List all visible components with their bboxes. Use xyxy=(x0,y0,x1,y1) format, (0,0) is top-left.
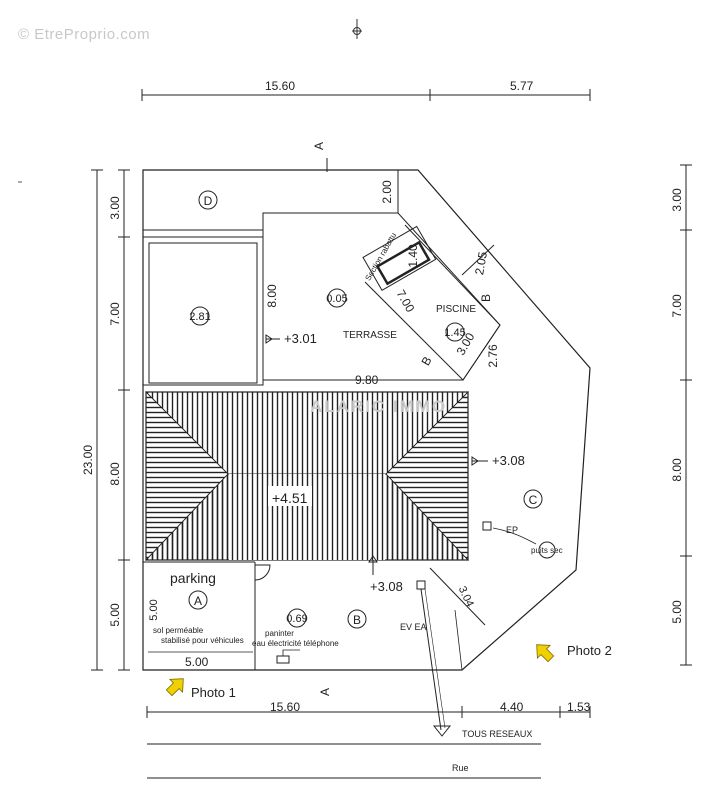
level-marker-069 xyxy=(287,608,307,628)
ep-label: EP xyxy=(506,525,518,535)
puits-label: puits sec xyxy=(531,546,563,555)
parking-width: 5.00 xyxy=(185,655,209,669)
paninter-label: paninter xyxy=(265,629,294,638)
level-451: +4.51 xyxy=(272,490,308,506)
photo-2-label: Photo 2 xyxy=(567,643,612,658)
annex-building-inner xyxy=(148,242,258,384)
section-rabattu-box xyxy=(362,225,437,292)
ev-box-icon xyxy=(416,580,426,590)
dim-bottom-right: 1.53 xyxy=(567,700,591,714)
zone-c-marker xyxy=(523,489,543,509)
parking-height: 5.00 xyxy=(148,599,160,620)
dim-top-right: 5.77 xyxy=(510,79,534,93)
pool-outline xyxy=(364,224,501,381)
network-arrowhead xyxy=(432,725,452,737)
ep-pipe xyxy=(492,527,537,545)
level-145: 1.45 xyxy=(444,327,465,339)
dim-right-7: 7.00 xyxy=(670,294,684,318)
sol-permeable-label: sol perméable xyxy=(153,626,204,635)
ev-ea-label: EV EA xyxy=(400,622,427,632)
level-308-bottom-arrowhead xyxy=(368,555,378,563)
house-roof xyxy=(145,391,469,561)
zone-a-marker xyxy=(188,590,208,610)
dim-276: 2.76 xyxy=(486,344,500,368)
bottom-dimension-line xyxy=(146,706,591,718)
section-mark-a-top: A xyxy=(312,142,326,150)
dim-top-left: 15.60 xyxy=(265,79,295,93)
level-308-right-arrowhead xyxy=(471,456,479,466)
parking-label: parking xyxy=(170,570,216,586)
level-marker-005 xyxy=(327,288,347,308)
dim-205-line xyxy=(461,244,495,276)
network-line-right xyxy=(424,588,446,729)
left-dimension-lines xyxy=(91,169,130,671)
dim-bottom-mid: 4.40 xyxy=(500,700,524,714)
zone-d-label: D xyxy=(204,194,213,208)
dim-304: 3.04 xyxy=(456,584,476,608)
brand-watermark: ALARIC IMMO xyxy=(310,397,447,416)
level-308-right: +3.08 xyxy=(492,453,525,468)
lower-right-line xyxy=(454,609,463,671)
utility-connector xyxy=(282,649,300,656)
parcel-outline xyxy=(142,169,591,671)
dim-700: 7.00 xyxy=(394,287,418,315)
door-swing-icon xyxy=(254,564,271,581)
north-icon xyxy=(352,19,362,39)
dim-left-7: 7.00 xyxy=(108,302,122,326)
dim-right-3: 3.00 xyxy=(670,188,684,212)
sol-stabilise-label: stabilisé pour véhicules xyxy=(161,636,244,645)
level-069: 0.69 xyxy=(286,613,307,625)
photo-2-arrow-icon xyxy=(536,644,555,663)
pool-label: PISCINE xyxy=(436,304,476,315)
section-mark-b-top: B xyxy=(479,294,493,302)
level-marker-281 xyxy=(190,306,210,326)
photo-1-label: Photo 1 xyxy=(191,685,236,700)
level-005: 0.05 xyxy=(326,293,347,305)
zone-d-marker xyxy=(198,190,218,210)
terrace-label: TERRASSE xyxy=(343,330,397,341)
photo-1-arrow-icon xyxy=(165,678,184,697)
dim-140: 1.40 xyxy=(406,244,420,268)
dim-800: 8.00 xyxy=(265,284,279,308)
street-label: Rue xyxy=(452,763,469,773)
dim-right-5: 5.00 xyxy=(670,600,684,624)
zone-b-marker xyxy=(347,609,367,629)
tous-reseaux-label: TOUS RESEAUX xyxy=(462,729,532,739)
zone-b-label: B xyxy=(353,613,361,627)
level-301: +3.01 xyxy=(284,331,317,346)
dim-left-5: 5.00 xyxy=(108,603,122,627)
level-marker-145 xyxy=(445,322,465,342)
right-dimension-line xyxy=(680,164,692,666)
dim-205: 2.05 xyxy=(472,250,490,276)
zone-c-label: C xyxy=(529,493,538,507)
dim-bottom-left: 15.60 xyxy=(270,700,300,714)
section-mark-b-mid: B xyxy=(418,354,434,368)
dim-left-total: 23.00 xyxy=(81,445,95,475)
dim-right-8: 8.00 xyxy=(670,458,684,482)
puits-sec-icon xyxy=(538,541,556,559)
dim-304-line xyxy=(429,567,486,626)
dim-200: 2.00 xyxy=(380,180,394,204)
level-301-arrowhead xyxy=(265,334,273,344)
site-watermark: © EtreProprio.com xyxy=(18,26,151,43)
level-308-bottom: +3.08 xyxy=(370,579,403,594)
dim-980: 9.80 xyxy=(355,373,379,387)
dim-left-8: 8.00 xyxy=(108,462,122,486)
top-dimension-line xyxy=(141,89,591,101)
utility-box-icon xyxy=(276,655,290,664)
dim-left-3: 3.00 xyxy=(108,196,122,220)
section-mark-a-bottom: A xyxy=(318,688,332,696)
network-line-left xyxy=(420,588,442,731)
reseaux-label: eau électricité téléphone xyxy=(252,639,339,648)
zone-a-label: A xyxy=(194,594,202,608)
ep-box-icon xyxy=(482,521,492,531)
level-281: 2.81 xyxy=(189,311,210,323)
